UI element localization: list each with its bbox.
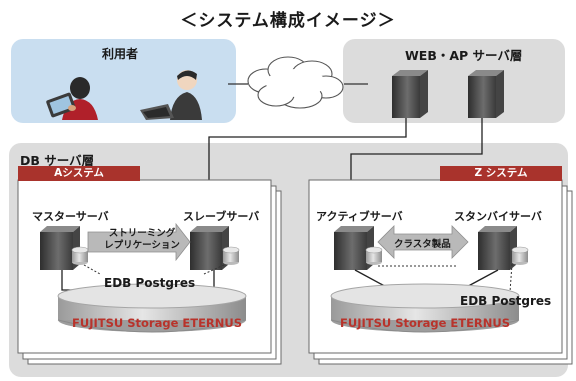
storage-z-label: FUJITSU Storage ETERNUS [340, 316, 511, 330]
user-tablet-icon [46, 77, 98, 120]
replication-label-line-1: ストリーミング [108, 228, 176, 239]
cluster-arrow [377, 225, 469, 259]
replication-label: ストリーミング レプリケーション [100, 228, 184, 252]
edb-postgres-a-label: EDB Postgres [104, 276, 196, 290]
system-a-tag: Aシステム [18, 166, 140, 181]
slave-server-icon [190, 226, 240, 270]
cloud-icon [247, 56, 344, 109]
web-ap-zone-label: WEB・AP サーバ層 [405, 48, 523, 63]
storage-a-icon [57, 283, 247, 333]
replication-label-line-2: レプリケーション [104, 240, 180, 251]
edb-postgres-z-label: EDB Postgres [460, 294, 552, 308]
web-server-icon-1 [392, 70, 428, 118]
cluster-label: クラスタ製品 [394, 239, 451, 250]
active-server-icon [334, 226, 383, 270]
active-server-label: アクティブサーバ [316, 210, 403, 223]
web-server-icon-2 [468, 70, 504, 118]
slave-server-label: スレーブサーバ [183, 210, 260, 223]
standby-server-label: スタンバイサーバ [454, 210, 542, 223]
system-z-tag: Z システム [440, 166, 562, 181]
replication-arrow [87, 222, 191, 262]
db-zone-label: DB サーバ層 [20, 153, 95, 168]
storage-a-label: FUJITSU Storage ETERNUS [72, 316, 243, 330]
standby-server-icon [478, 226, 529, 270]
diagram-title: ＜システム構成イメージ＞ [180, 11, 396, 31]
storage-z-icon [330, 283, 520, 333]
master-server-label: マスターサーバ [32, 210, 109, 223]
master-server-icon [40, 226, 89, 270]
user-zone-label: 利用者 [102, 47, 139, 61]
user-laptop-icon [140, 70, 202, 120]
